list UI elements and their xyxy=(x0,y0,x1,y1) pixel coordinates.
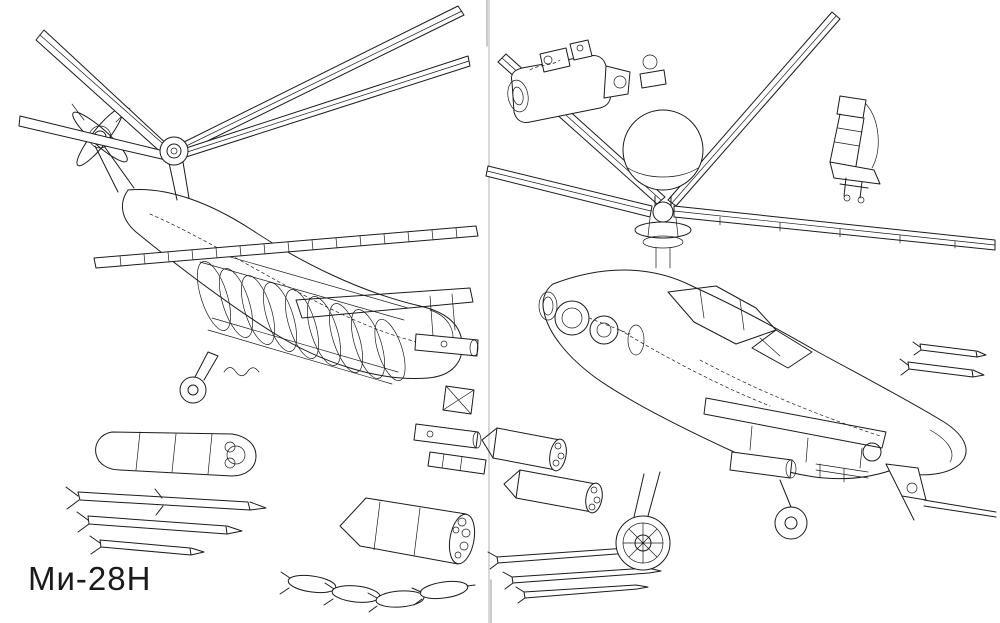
wing-missiles-right xyxy=(899,341,987,378)
type-designation-label: Ми-28Н xyxy=(28,560,152,597)
external-fuel-tank xyxy=(95,431,257,477)
rocket-pods-center xyxy=(481,427,603,514)
gun-pod-and-ammo-box xyxy=(413,385,487,475)
nose-sensor-ball xyxy=(862,442,882,462)
unguided-rockets-bottom xyxy=(487,546,662,604)
rocket-pod-left xyxy=(339,497,476,565)
cockpit-canopy xyxy=(667,285,813,369)
fuselage-right xyxy=(538,269,967,480)
stub-wing-right xyxy=(703,397,887,483)
page-fold xyxy=(486,0,492,623)
guided-missiles-left xyxy=(65,486,267,556)
chin-gun xyxy=(885,463,997,521)
engine-cutaway xyxy=(538,291,645,356)
left-helicopter-cutaway xyxy=(18,5,479,404)
main-rotor-left xyxy=(18,5,471,201)
stub-wing-left xyxy=(295,287,479,357)
radome-ball xyxy=(622,109,704,211)
rotor-head xyxy=(634,201,692,269)
main-rotor-right xyxy=(485,11,996,251)
foreground-rotor-blade xyxy=(93,225,479,269)
main-landing-gear xyxy=(615,471,808,571)
bomb-row xyxy=(279,571,476,613)
right-helicopter-cutaway xyxy=(485,11,997,571)
artist-signature xyxy=(223,367,260,377)
tail-wheel xyxy=(179,351,219,404)
cutaway-frames xyxy=(197,261,406,382)
detached-turboshaft-engine xyxy=(507,39,667,123)
fuselage-left xyxy=(121,188,463,385)
detached-crew-seat xyxy=(829,95,881,204)
